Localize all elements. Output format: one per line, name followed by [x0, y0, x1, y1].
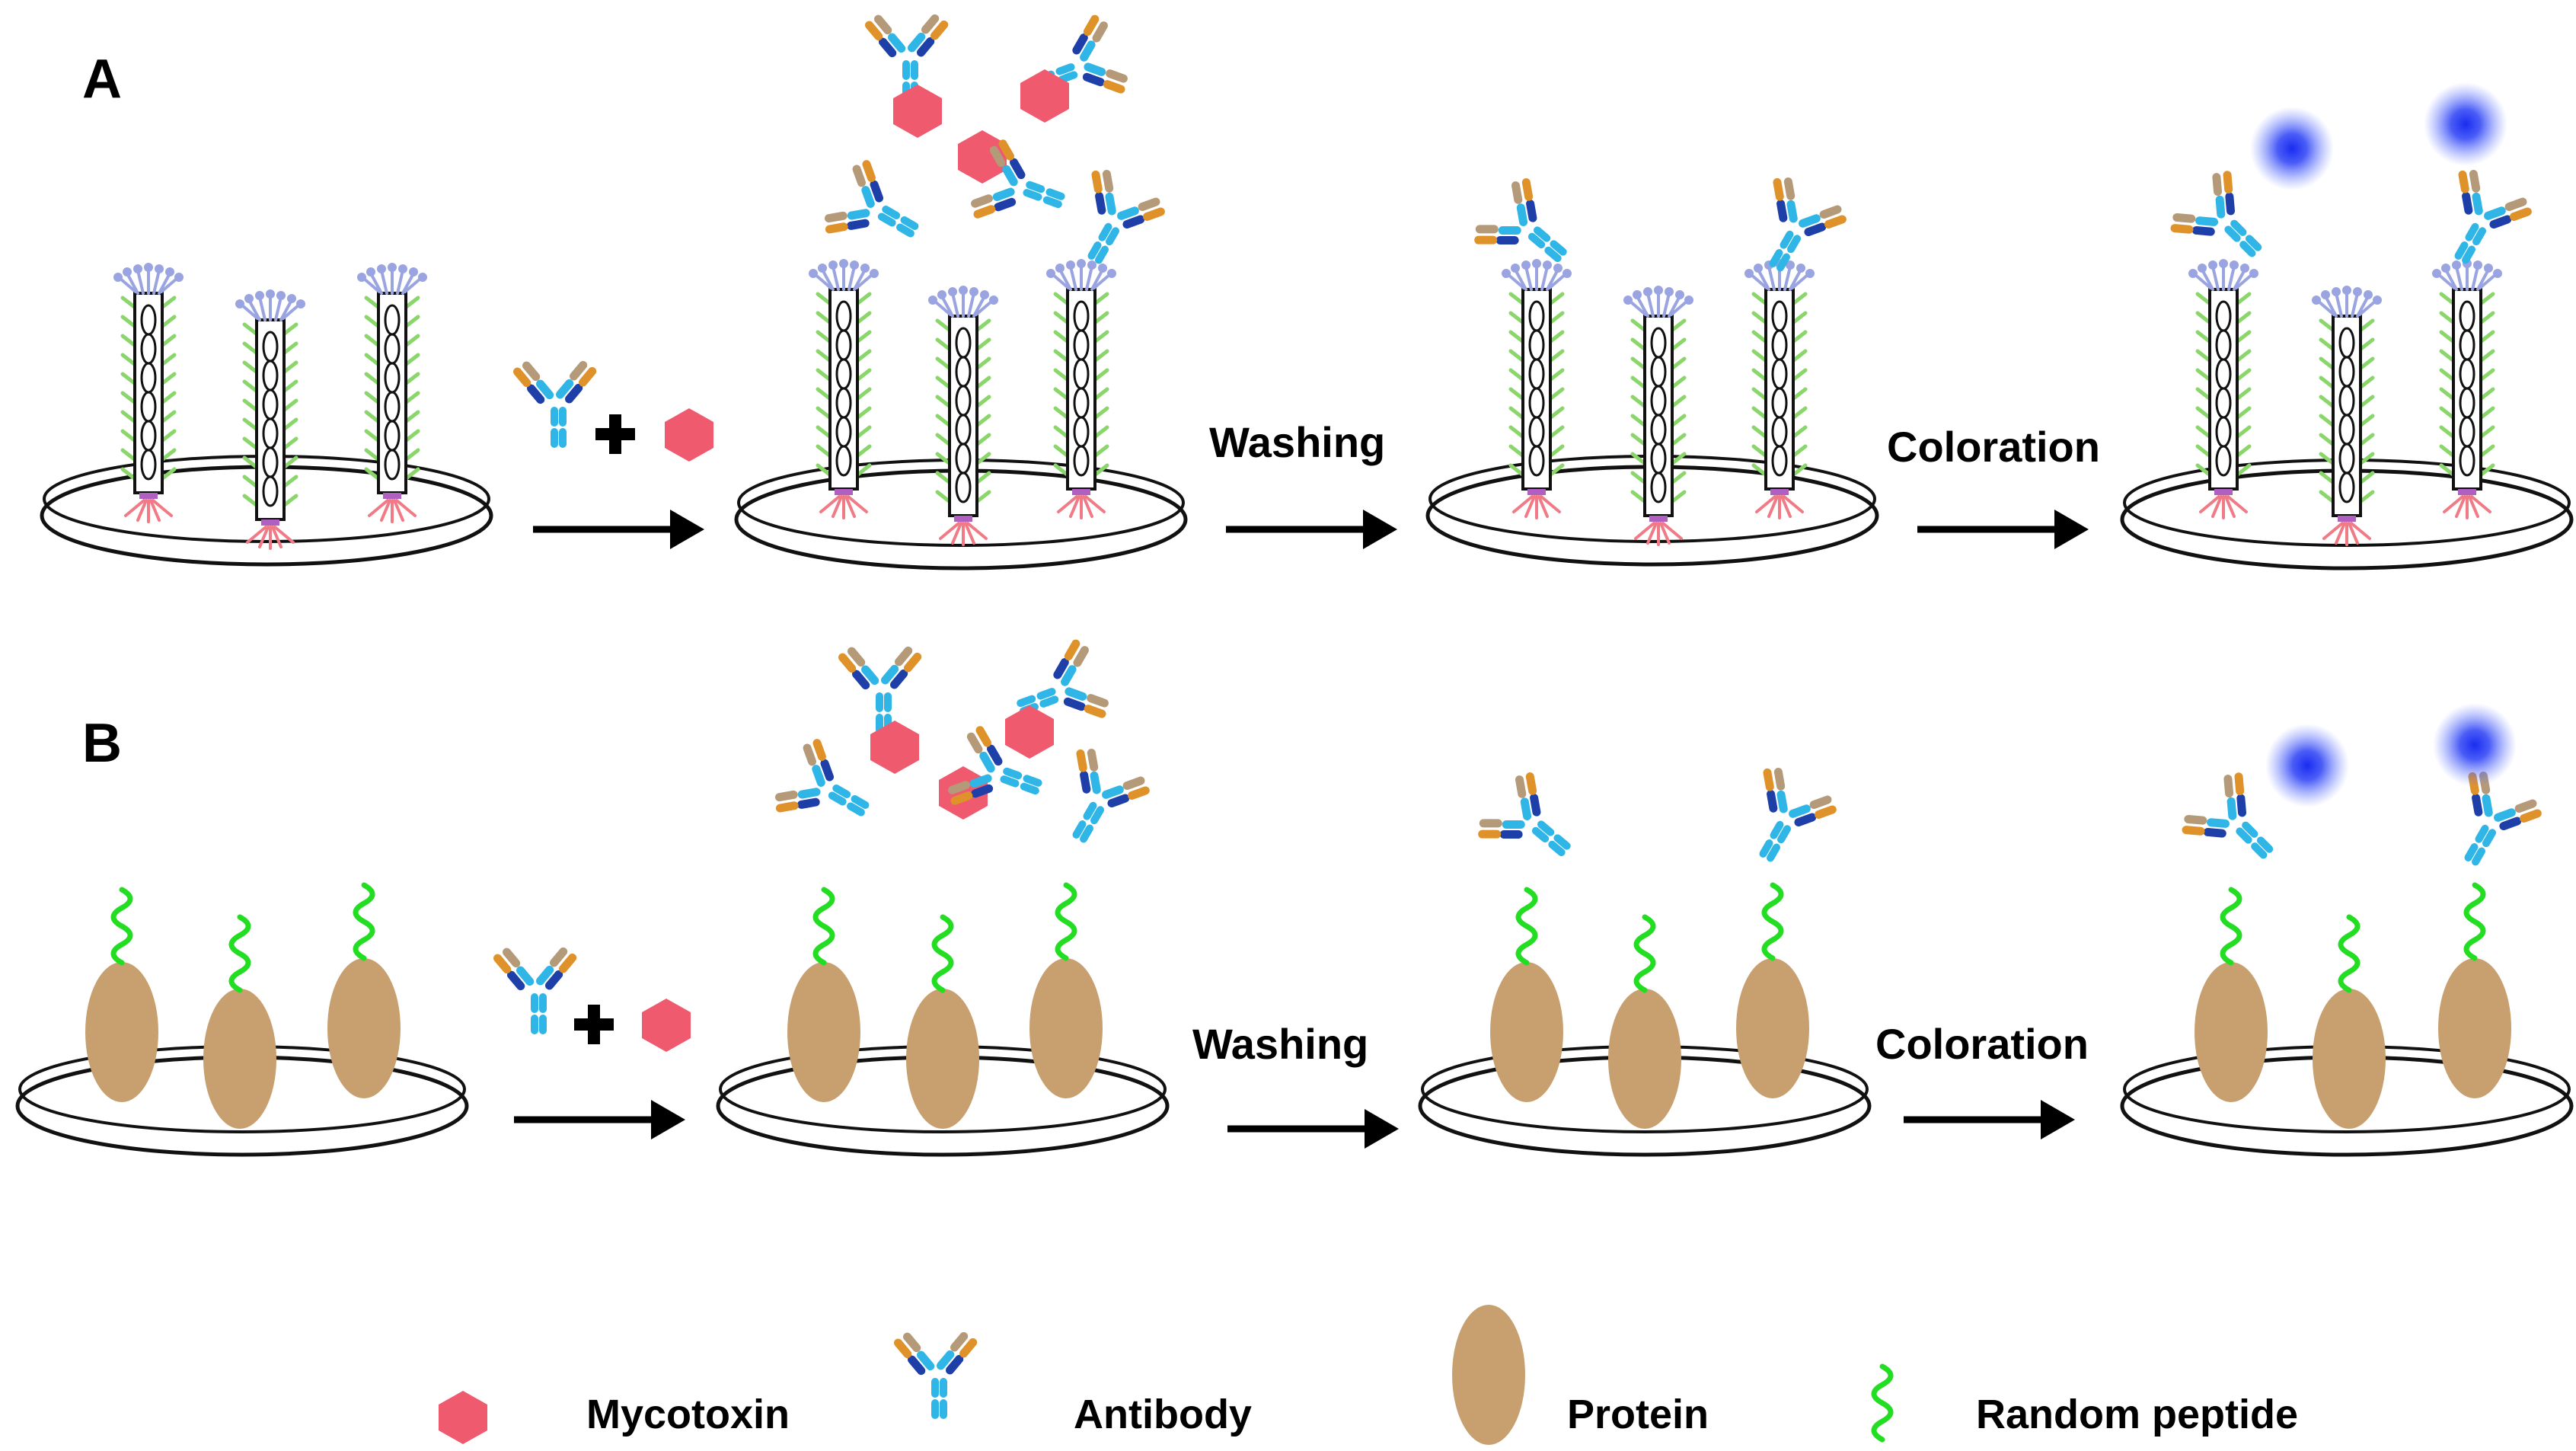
panel-b-reagents [491, 945, 691, 1052]
arrow-right-icon [1917, 510, 2089, 549]
glow-signal [2424, 82, 2507, 166]
step-label-coloration-a: Coloration [1887, 423, 2100, 471]
step-label-coloration-b: Coloration [1875, 1020, 2089, 1068]
panel-b-stage-1 [18, 885, 467, 1155]
arrow-right-icon [1226, 510, 1397, 549]
glow-signal [2250, 107, 2334, 190]
step-label-washing-b: Washing [1192, 1020, 1368, 1068]
mycotoxin-icon [642, 999, 691, 1052]
legend: Mycotoxin Antibody Protein Random peptid… [439, 1305, 2298, 1445]
arrow-right-icon [514, 1100, 685, 1139]
legend-label-antibody: Antibody [1074, 1392, 1252, 1437]
mycotoxin-icon [439, 1391, 487, 1444]
antibody-icon [892, 1330, 979, 1419]
arrow-right-icon [1227, 1109, 1399, 1149]
peptide-icon [1874, 1366, 1891, 1440]
plus-icon [574, 1005, 614, 1044]
legend-label-mycotoxin: Mycotoxin [586, 1392, 790, 1437]
panel-a-label: A [82, 49, 122, 110]
mycotoxin-icon [665, 408, 713, 462]
glow-signal [2265, 724, 2349, 807]
step-label-washing-a: Washing [1209, 418, 1385, 466]
legend-label-random-peptide: Random peptide [1976, 1392, 2298, 1437]
arrow-right-icon [533, 510, 704, 549]
panel-a-stage-3 [1428, 168, 1877, 564]
legend-label-protein: Protein [1567, 1392, 1709, 1437]
plus-icon [595, 414, 635, 454]
panel-b-stage-4 [2122, 703, 2571, 1155]
glow-signal [2433, 703, 2517, 787]
protein-icon [1452, 1305, 1525, 1445]
panel-b-stage-2 [718, 634, 1167, 1155]
panel-b-label: B [82, 713, 122, 774]
panel-a-stage-2 [736, 9, 1186, 568]
antibody-icon [491, 945, 579, 1034]
panel-a-stage-4 [2122, 82, 2571, 568]
panel-a-reagents [511, 359, 713, 462]
panel-a-stage-1 [42, 264, 491, 564]
panel-b-stage-3 [1420, 759, 1869, 1155]
arrow-right-icon [1904, 1100, 2075, 1139]
antibody-icon [511, 359, 599, 448]
